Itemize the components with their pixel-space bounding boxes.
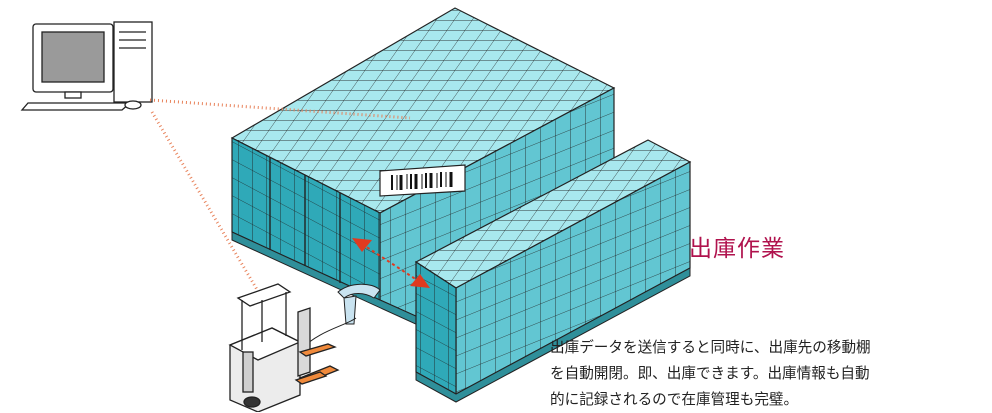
- description-line-3: 的に記録されるので在庫管理も完璧。: [550, 391, 799, 408]
- forklift-icon: [228, 283, 340, 412]
- description-line-2: を自動開閉。即、出庫できます。出庫情報も自動: [550, 365, 870, 382]
- diagram-title: 出庫作業: [689, 236, 785, 262]
- handheld-scanner-icon: [299, 283, 381, 351]
- main-rack-block: [230, 7, 616, 327]
- description-line-1: 出庫データを送信すると同時に、出庫先の移動棚: [550, 339, 871, 356]
- desktop-computer-icon: [20, 21, 153, 111]
- signal-lines: [149, 98, 411, 299]
- moved-rack-base: [415, 267, 691, 403]
- opening-arrow-icon: [352, 238, 430, 288]
- moved-rack-block: [414, 139, 692, 403]
- description-text: 出庫データを送信すると同時に、出庫先の移動棚 を自動開閉。即、出庫できます。出庫…: [550, 335, 980, 413]
- barcode-label-icon: [379, 164, 466, 197]
